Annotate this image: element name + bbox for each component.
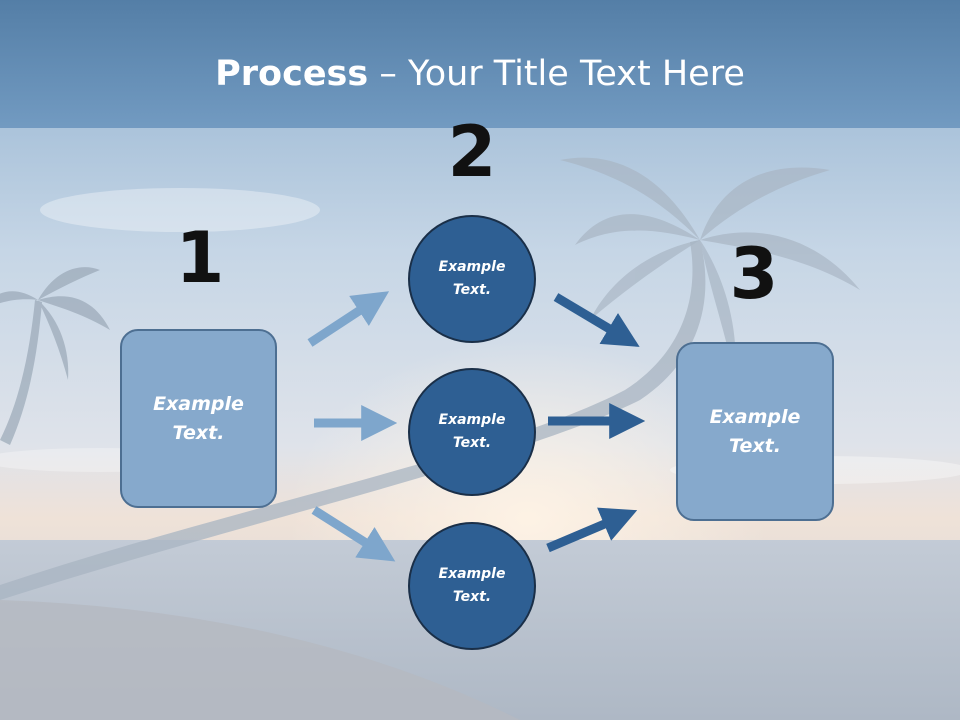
slide-title: Process – Your Title Text Here bbox=[0, 52, 960, 96]
step-2-circle-bottom: Example Text. bbox=[408, 522, 536, 650]
arrow-box1-to-circle-bottom bbox=[311, 506, 396, 562]
step-number-2: 2 bbox=[447, 111, 497, 193]
title-band bbox=[0, 0, 960, 128]
arrow-circle-bottom-to-box3 bbox=[546, 507, 638, 553]
title-rest-text: – Your Title Text Here bbox=[368, 54, 745, 94]
arrow-circle-top-to-box3 bbox=[553, 293, 640, 347]
step-3-box-text: Example Text. bbox=[709, 405, 801, 457]
step-3-box: Example Text. bbox=[676, 342, 834, 521]
step-1-box-text: Example Text. bbox=[153, 392, 244, 444]
step-number-3: 3 bbox=[729, 233, 779, 315]
circle-text: Example Text. bbox=[438, 566, 506, 605]
step-2-circle-top: Example Text. bbox=[408, 215, 536, 343]
arrow-box1-to-circle-top bbox=[307, 291, 390, 347]
step-number-1: 1 bbox=[175, 217, 225, 299]
circle-text: Example Text. bbox=[438, 412, 506, 451]
title-bold-text: Process bbox=[215, 54, 369, 94]
step-1-box: Example Text. bbox=[120, 329, 277, 508]
circle-text: Example Text. bbox=[438, 259, 506, 298]
step-2-circle-middle: Example Text. bbox=[408, 368, 536, 496]
